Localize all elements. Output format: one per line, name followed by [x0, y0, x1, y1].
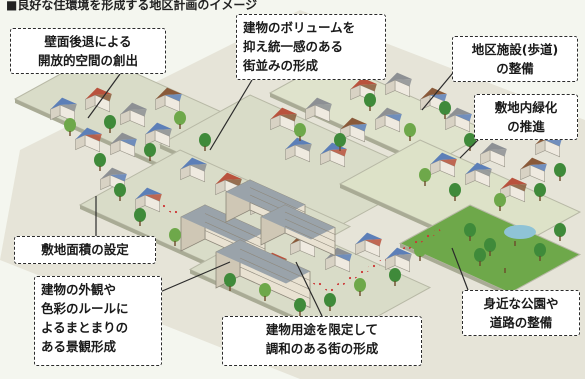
tree: [64, 118, 76, 132]
house: [110, 132, 137, 158]
tree: [104, 115, 116, 129]
tree: [419, 168, 431, 182]
tree: [534, 183, 546, 197]
tree: [174, 111, 186, 125]
houses: [50, 72, 562, 309]
leader-wall-setback: [87, 73, 121, 119]
house: [465, 162, 492, 188]
house: [520, 157, 547, 183]
leader-building-volume: [209, 79, 253, 151]
page-title: ■良好な住環境を形成する地区計画のイメージ: [6, 0, 258, 12]
leader-use-limitation: [295, 261, 323, 317]
callout-appearance-rules: 建物の外観や 色彩のルールに よるまとまりの ある景観形成: [34, 276, 162, 366]
tree: [499, 255, 511, 269]
tree: [334, 133, 346, 147]
callout-district-facility: 地区施設(歩道) の整備: [452, 36, 578, 82]
house: [350, 77, 377, 103]
callout-site-area: 敷地面積の設定: [14, 236, 156, 264]
callout-use-limitation: 建物用途を限定して 調和のある街の形成: [222, 316, 422, 366]
tree: [144, 143, 156, 157]
tree: [259, 283, 271, 297]
tree: [294, 298, 306, 312]
apartment-block-3: [215, 239, 311, 309]
callout-building-volume: 建物のボリュームを 抑え統一感のある 街並みの形成: [236, 14, 386, 80]
tree: [94, 153, 106, 167]
leader-appearance: [159, 261, 231, 293]
house: [375, 107, 402, 133]
tree: [389, 268, 401, 282]
tree: [224, 273, 236, 287]
tree: [134, 208, 146, 222]
leader-lines: [87, 61, 489, 317]
trees: [64, 93, 566, 316]
apartment-block-4: [260, 204, 336, 257]
house: [480, 142, 507, 168]
block-park-edge: [400, 243, 510, 297]
park-pond: [504, 225, 536, 239]
tree: [199, 133, 211, 147]
tree: [439, 101, 451, 115]
house: [320, 142, 347, 168]
tree: [414, 243, 426, 257]
house: [155, 87, 182, 113]
tree: [354, 278, 366, 292]
tree: [404, 123, 416, 137]
house: [145, 122, 172, 148]
tree: [554, 223, 566, 237]
tree: [464, 223, 476, 237]
tree: [494, 193, 506, 207]
tree: [364, 93, 376, 107]
house: [120, 102, 147, 128]
tree: [324, 293, 336, 307]
tree: [554, 163, 566, 177]
house: [285, 137, 312, 163]
tree: [294, 123, 306, 137]
tree: [464, 133, 476, 147]
house: [180, 157, 207, 183]
tree: [534, 243, 546, 257]
house: [385, 72, 412, 98]
house: [445, 107, 472, 133]
house: [325, 247, 352, 273]
house: [500, 177, 527, 203]
house: [355, 232, 382, 258]
callout-greening: 敷地内緑化 の推進: [474, 94, 578, 140]
tree: [474, 248, 486, 262]
callout-wall-setback: 壁面後退による 開放的空間の創出: [10, 28, 166, 74]
leader-park: [451, 247, 469, 291]
tree: [484, 238, 496, 252]
house: [50, 97, 77, 123]
house: [135, 187, 162, 213]
tree: [449, 183, 461, 197]
callout-park-roads: 身近な公園や 道路の整備: [462, 290, 580, 336]
house: [305, 97, 332, 123]
tree: [169, 228, 181, 242]
tree: [114, 183, 126, 197]
house: [385, 247, 412, 273]
house: [75, 127, 102, 153]
